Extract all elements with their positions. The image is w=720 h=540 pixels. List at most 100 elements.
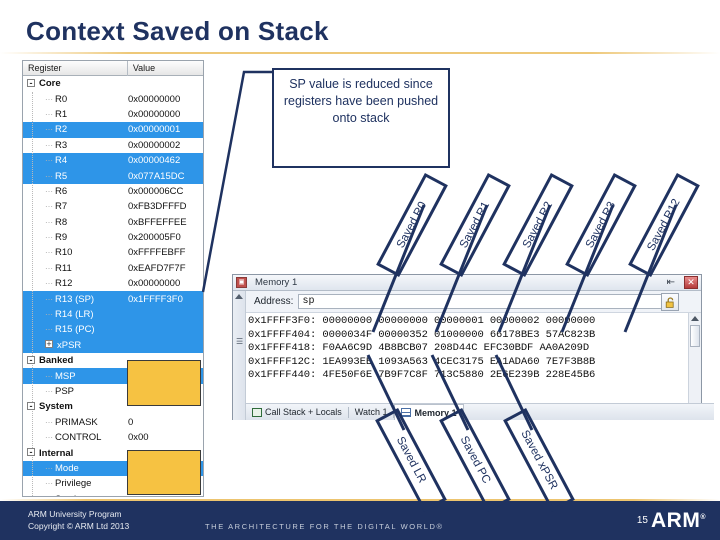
tree-branch-icon: ⋯ <box>45 125 53 135</box>
saved-tag-r1: Saved R1 <box>439 172 511 278</box>
address-input[interactable] <box>298 294 675 309</box>
collapse-icon[interactable]: - <box>27 355 35 364</box>
gutter-arrow-icon <box>235 294 243 299</box>
expand-icon[interactable]: + <box>45 339 53 350</box>
memory-system-icon[interactable]: ▣ <box>236 277 247 288</box>
call-stack-icon <box>252 407 262 417</box>
padlock-open-icon[interactable] <box>661 293 679 311</box>
register-name-label: Mode <box>55 462 79 474</box>
collapse-icon[interactable]: - <box>27 448 35 457</box>
title-divider <box>0 52 720 54</box>
gutter-mark-icon: ☰ <box>236 337 244 346</box>
tree-guide-line <box>32 92 33 496</box>
register-name-label: R13 (SP) <box>55 293 95 305</box>
register-name-label: R1 <box>55 108 68 120</box>
memory-window-title: Memory 1 <box>255 277 298 288</box>
register-value: 0x00 <box>127 432 149 444</box>
tab-label: Call Stack + Locals <box>265 407 342 417</box>
saved-tag-pc: Saved PC <box>439 407 511 513</box>
footer-divider <box>0 499 720 501</box>
register-row[interactable]: ⋯R14 (LR) <box>23 306 203 323</box>
memory-hex-rows: 0x1FFFF3F0: 00000000 00000000 00000001 0… <box>246 313 701 383</box>
register-name-label: PRIMASK <box>55 416 98 428</box>
register-value: 0xFFFFEBFF <box>127 247 186 259</box>
column-header-register: Register <box>23 61 128 76</box>
slide-footer: ARM University Program Copyright © ARM L… <box>0 501 720 540</box>
saved-tag-label: Saved xPSR <box>518 428 560 492</box>
register-name-label: R7 <box>55 201 68 213</box>
register-row[interactable]: ⋯R13 (SP)0x1FFFF3F0 <box>23 291 203 307</box>
register-name: ⋯R12 <box>23 278 128 289</box>
register-name-label: System <box>39 401 73 413</box>
tree-branch-icon: ⋯ <box>45 156 53 166</box>
page-number: 15 <box>636 515 648 526</box>
register-name-label: Banked <box>39 355 74 367</box>
collapse-icon[interactable]: - <box>27 78 35 87</box>
register-name: ⋯R11 <box>23 263 128 274</box>
register-name-label: R2 <box>55 124 68 136</box>
register-name: ⋯Mode <box>23 463 128 474</box>
register-name: ⋯R2 <box>23 124 128 135</box>
close-icon[interactable]: ✕ <box>684 276 698 289</box>
saved-tag-label: Saved PC <box>457 434 493 486</box>
register-name: -Core <box>23 78 128 89</box>
register-name: ⋯Privilege <box>23 478 128 489</box>
tab-separator <box>347 406 349 418</box>
register-name: ⋯R3 <box>23 140 128 151</box>
tab-call-stack-locals[interactable]: Call Stack + Locals <box>246 404 348 420</box>
auto-hide-pin-icon[interactable]: ⇤ <box>666 277 675 288</box>
register-row[interactable]: ⋯R15 (PC) <box>23 322 203 338</box>
register-row[interactable]: ⋯Stack <box>23 491 203 496</box>
tree-branch-icon: ⋯ <box>45 417 53 427</box>
arm-logo: ARM® <box>651 509 706 533</box>
register-name-label: R15 (PC) <box>55 324 95 336</box>
scrollbar-thumb[interactable] <box>690 325 700 347</box>
register-name-label: MSP <box>55 370 76 382</box>
register-name: ⋯R10 <box>23 247 128 258</box>
register-name: ⋯R7 <box>23 201 128 212</box>
register-name: -Internal <box>23 448 128 459</box>
arm-logo-mark: ® <box>700 514 706 521</box>
register-value: 0xBFFEFFEE <box>127 216 187 228</box>
tree-branch-icon: ⋯ <box>45 294 53 304</box>
register-row[interactable]: +xPSR <box>23 337 203 354</box>
register-row[interactable]: -Core <box>23 76 203 92</box>
tree-branch-icon: ⋯ <box>45 217 53 227</box>
memory-window-titlebar: ▣ Memory 1 ⇤ ✕ <box>233 275 701 291</box>
register-name-label: R14 (LR) <box>55 309 94 321</box>
register-value: 0x00000462 <box>127 155 181 167</box>
register-name-label: R10 <box>55 247 73 259</box>
memory-vertical-scrollbar[interactable] <box>688 313 701 420</box>
register-table-header: Register Value <box>23 61 203 76</box>
register-name: ⋯R8 <box>23 217 128 228</box>
collapse-icon[interactable]: - <box>27 401 35 410</box>
memory-address-bar: Address: <box>246 291 701 313</box>
tree-branch-icon: ⋯ <box>45 463 53 473</box>
tree-branch-icon: ⋯ <box>45 171 53 181</box>
register-name-label: CONTROL <box>55 432 102 444</box>
saved-tag-label: Saved R3 <box>583 199 619 251</box>
tree-branch-icon: ⋯ <box>45 371 53 381</box>
memory-tab-bar: Call Stack + Locals Watch 1 Memory 1 <box>246 403 714 420</box>
memory-window: ▣ Memory 1 ⇤ ✕ ☰ Address: <box>232 274 714 420</box>
tree-branch-icon: ⋯ <box>45 310 53 320</box>
saved-tag-xpsr: Saved xPSR <box>503 407 575 513</box>
scroll-up-icon[interactable] <box>691 316 699 321</box>
tree-branch-icon: ⋯ <box>45 202 53 212</box>
